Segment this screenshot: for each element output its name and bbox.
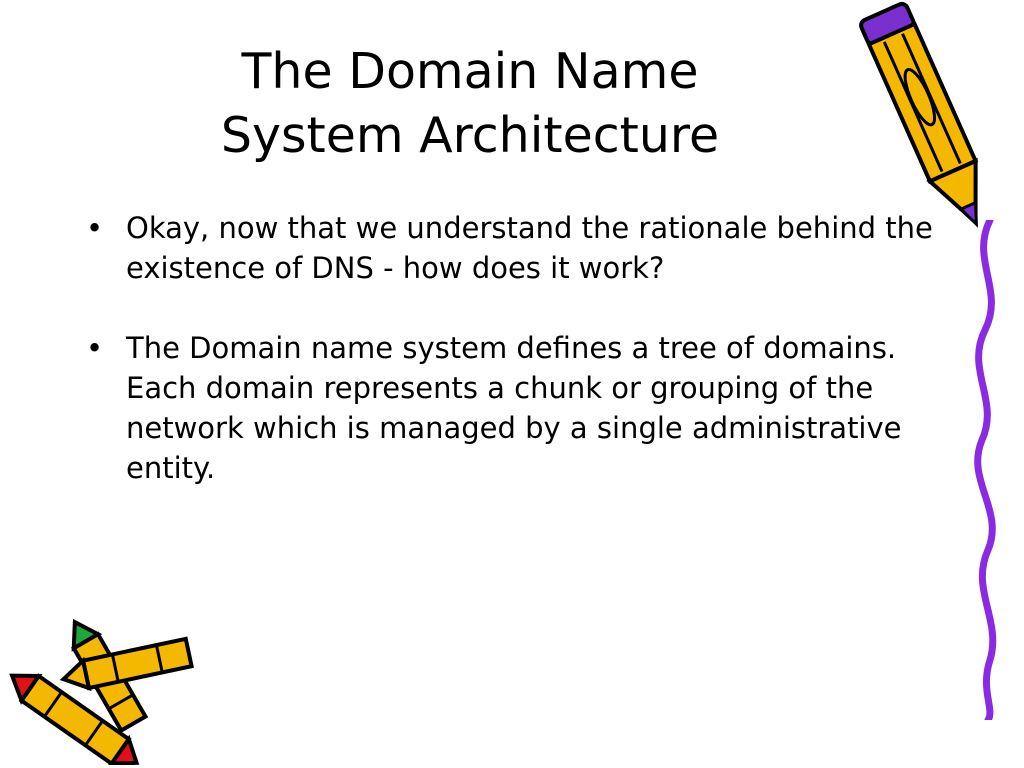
slide-title: The Domain Name System Architecture [110, 40, 830, 168]
title-line-1: The Domain Name [241, 43, 699, 100]
title-line-2: System Architecture [220, 107, 720, 164]
crayons-icon [9, 618, 194, 765]
bullet-item: • Okay, now that we understand the ratio… [86, 208, 936, 288]
squiggle-line [974, 220, 997, 720]
bullet-item: • The Domain name system defines a tree … [86, 328, 936, 488]
bullet-glyph: • [86, 211, 104, 245]
pencil-icon [859, 1, 979, 228]
bullet-text: Okay, now that we understand the rationa… [126, 211, 933, 285]
bullet-list: • Okay, now that we understand the ratio… [86, 208, 936, 528]
bullet-text: The Domain name system defines a tree of… [126, 331, 902, 485]
bullet-glyph: • [86, 331, 104, 365]
